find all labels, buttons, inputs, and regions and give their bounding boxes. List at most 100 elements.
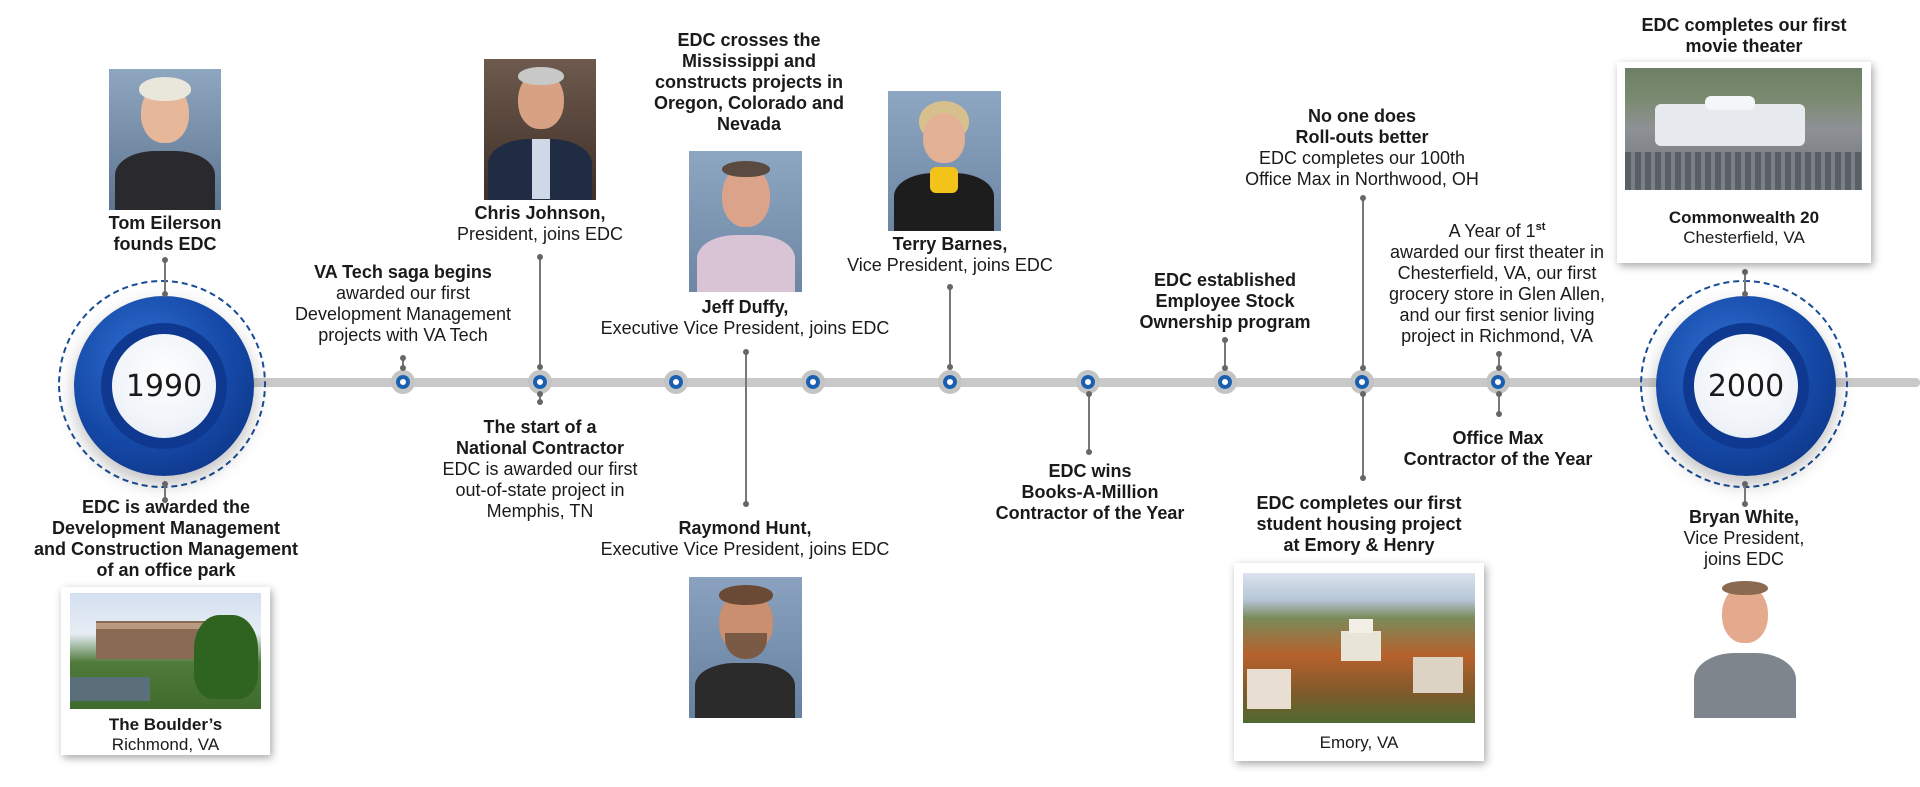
- student-housing-line: student housing project: [1256, 514, 1462, 534]
- connector-line: [1496, 351, 1502, 371]
- books-line: EDC wins: [1048, 461, 1132, 481]
- terry-barnes-photo: [888, 91, 1001, 231]
- jeff-duffy-name: Jeff Duffy,: [701, 297, 789, 317]
- timeline-dot: [1350, 370, 1374, 394]
- esop-line: Ownership program: [1139, 312, 1311, 332]
- connector-line: [743, 349, 749, 507]
- timeline-dot: [801, 370, 825, 394]
- year-of-firsts-line: Chesterfield, VA, our first: [1397, 263, 1597, 283]
- movie-theater-line: movie theater: [1685, 36, 1803, 56]
- books-a-million-text: EDC wins Books-A-Million Contractor of t…: [970, 461, 1210, 524]
- bryan-white-line: joins EDC: [1703, 549, 1785, 569]
- year-of-firsts-line: awarded our first theater in: [1389, 242, 1605, 262]
- year-of-firsts-title: A Year of 1st: [1366, 217, 1628, 242]
- connector-line: [1086, 391, 1092, 455]
- movie-theater-text: EDC completes our first movie theater: [1604, 15, 1884, 57]
- award-line: and Construction Management: [33, 539, 298, 559]
- emory-campus-photo: [1243, 573, 1475, 723]
- bryan-white-line: Vice President,: [1683, 528, 1805, 548]
- esop-line: Employee Stock: [1155, 291, 1295, 311]
- commonwealth-card: Commonwealth 20 Chesterfield, VA: [1617, 62, 1871, 263]
- connector-line: [1360, 195, 1366, 371]
- va-tech-title: VA Tech saga begins: [314, 262, 492, 282]
- rollouts-title-line: No one does: [1307, 106, 1416, 126]
- chris-johnson-name: Chris Johnson,: [474, 203, 606, 223]
- timeline-dot: [938, 370, 962, 394]
- boulders-card: The Boulder’s Richmond, VA: [61, 587, 270, 755]
- national-line: Memphis, TN: [486, 501, 594, 521]
- award-line: of an office park: [96, 560, 236, 580]
- year-2000-label: 2000: [1694, 334, 1798, 438]
- timeline-dot: [391, 370, 415, 394]
- connector-line: [162, 257, 168, 297]
- commonwealth-card-place: Chesterfield, VA: [1683, 228, 1805, 247]
- timeline-dot: [1486, 370, 1510, 394]
- raymond-hunt-name: Raymond Hunt,: [678, 518, 812, 538]
- rollouts-title-line: Roll-outs better: [1295, 127, 1429, 147]
- mississippi-line: Oregon, Colorado and: [653, 93, 844, 113]
- timeline-dot: [528, 370, 552, 394]
- connector-line: [162, 481, 168, 503]
- esop-line: EDC established: [1153, 270, 1297, 290]
- terry-barnes-name: Terry Barnes,: [892, 234, 1008, 254]
- chris-johnson-caption: Chris Johnson, President, joins EDC: [440, 203, 640, 245]
- connector-line: [1360, 391, 1366, 481]
- raymond-hunt-detail: Executive Vice President, joins EDC: [600, 539, 890, 559]
- terry-barnes-detail: Vice President, joins EDC: [847, 255, 1053, 275]
- mississippi-line: constructs projects in: [654, 72, 844, 92]
- raymond-hunt-photo: [689, 577, 802, 718]
- rollouts-line: Office Max in Northwood, OH: [1245, 169, 1479, 189]
- connector-line: [1222, 337, 1228, 371]
- connector-line: [1496, 391, 1502, 417]
- mississippi-line: Mississippi and: [681, 51, 817, 71]
- national-contractor-text: The start of a National Contractor EDC i…: [420, 417, 660, 522]
- award-line: EDC is awarded the: [81, 497, 251, 517]
- movie-theater-aerial-photo: [1625, 68, 1862, 190]
- year-of-firsts-sup: st: [1535, 221, 1546, 233]
- national-line: out-of-state project in: [455, 480, 625, 500]
- rollouts-line: EDC completes our 100th: [1258, 148, 1466, 168]
- connector-line: [947, 284, 953, 370]
- va-tech-line: awarded our first: [335, 283, 471, 303]
- tom-eilerson-photo: [109, 69, 221, 210]
- connector-line: [400, 355, 406, 371]
- jeff-duffy-photo: [689, 151, 802, 292]
- year-2000-badge: 2000: [1640, 280, 1848, 488]
- timeline-dot: [1213, 370, 1237, 394]
- year-of-firsts-line: and our first senior living: [1399, 305, 1595, 325]
- office-park-award-text: EDC is awarded the Development Managemen…: [16, 497, 316, 581]
- year-1990-label: 1990: [112, 334, 216, 438]
- national-title-line: The start of a: [483, 417, 597, 437]
- raymond-hunt-caption: Raymond Hunt, Executive Vice President, …: [575, 518, 915, 560]
- bryan-white-name: Bryan White,: [1688, 507, 1799, 527]
- office-max-contractor-text: Office Max Contractor of the Year: [1376, 428, 1620, 470]
- esop-text: EDC established Employee Stock Ownership…: [1110, 270, 1340, 333]
- books-line: Contractor of the Year: [995, 503, 1185, 523]
- office-max-line: Office Max: [1452, 428, 1544, 448]
- student-housing-line: EDC completes our first: [1256, 493, 1462, 513]
- emory-card: Emory, VA: [1234, 563, 1484, 761]
- connector-line: [537, 254, 543, 370]
- national-title-line: National Contractor: [455, 438, 624, 458]
- terry-barnes-caption: Terry Barnes, Vice President, joins EDC: [820, 234, 1080, 276]
- connector-line: [537, 391, 543, 405]
- office-max-line: Contractor of the Year: [1403, 449, 1593, 469]
- mississippi-line: Nevada: [716, 114, 782, 134]
- year-1990-badge: 1990: [58, 280, 266, 488]
- rollouts-text: No one does Roll-outs better EDC complet…: [1224, 106, 1500, 190]
- jeff-duffy-caption: Jeff Duffy, Executive Vice President, jo…: [575, 297, 915, 339]
- va-tech-text: VA Tech saga begins awarded our first De…: [272, 262, 534, 346]
- year-of-firsts-line: project in Richmond, VA: [1401, 326, 1593, 346]
- tom-eilerson-caption: Tom Eilerson founds EDC: [70, 213, 260, 255]
- year-of-firsts-title-text: A Year of 1: [1448, 221, 1536, 241]
- jeff-duffy-detail: Executive Vice President, joins EDC: [600, 318, 890, 338]
- mississippi-line: EDC crosses the: [677, 30, 821, 50]
- tom-eilerson-detail: founds EDC: [113, 234, 217, 254]
- connector-line: [1742, 481, 1748, 507]
- timeline-axis: [200, 378, 1920, 387]
- year-of-firsts-line: grocery store in Glen Allen,: [1388, 284, 1606, 304]
- timeline-dot: [1076, 370, 1100, 394]
- movie-theater-line: EDC completes our first: [1641, 15, 1847, 35]
- tom-eilerson-name: Tom Eilerson: [108, 213, 222, 233]
- va-tech-line: projects with VA Tech: [318, 325, 488, 345]
